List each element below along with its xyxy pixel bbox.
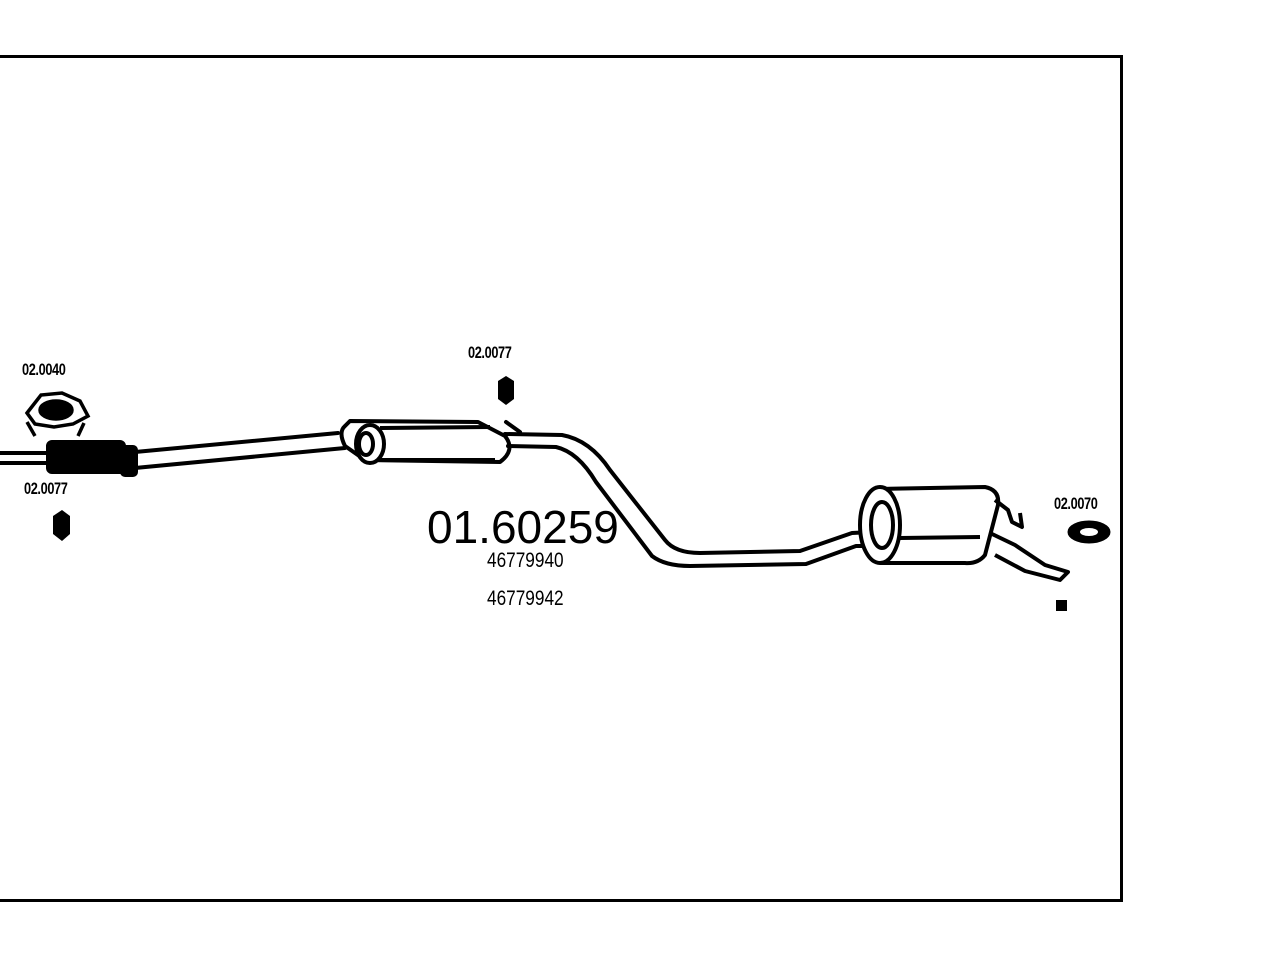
intermediate-pipe (503, 420, 874, 568)
drawing-frame (0, 55, 1123, 902)
gasket-icon (24, 391, 91, 437)
rear-hanger-icon (1067, 520, 1111, 544)
rear-marker-square (1056, 600, 1067, 611)
clamp-part-number: 02.0077 (24, 479, 68, 498)
middle-silencer (339, 419, 512, 465)
oem-number: 46779940 (487, 549, 564, 572)
rear-silencer (858, 485, 1070, 582)
hanger-icon (498, 376, 514, 405)
main-part-number: 01.60259 (427, 501, 619, 553)
rear-hanger-part-number: 02.0070 (1054, 494, 1098, 513)
hanger-part-number: 02.0077 (468, 343, 512, 362)
front-pipe (0, 431, 347, 477)
clamp-icon (53, 510, 70, 541)
oem-number: 46779942 (487, 587, 564, 610)
gasket-part-number: 02.0040 (22, 360, 66, 379)
